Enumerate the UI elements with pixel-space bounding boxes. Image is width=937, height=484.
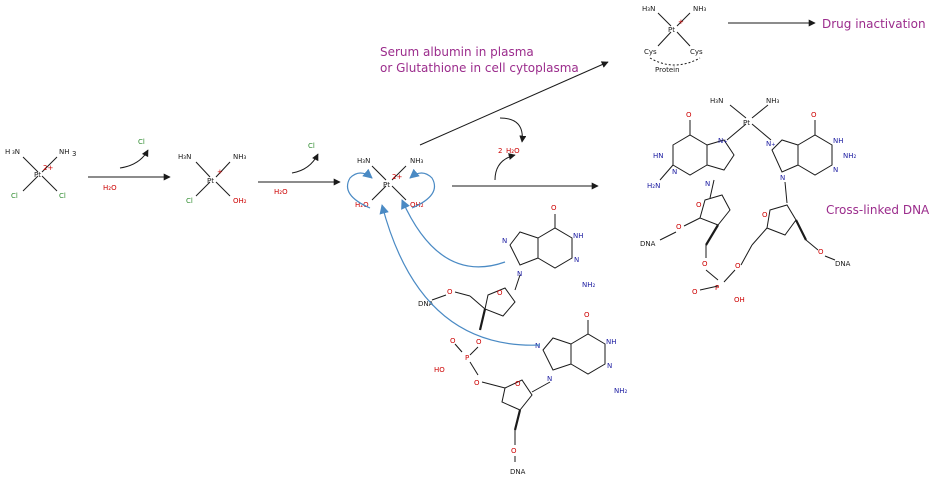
dna-label-bottom: DNA (510, 468, 526, 476)
pt-label-1: Pt (34, 171, 41, 179)
svg-text:2+: 2+ (43, 164, 53, 172)
chloride-leaving-1: Cl (138, 138, 145, 146)
svg-text:N: N (517, 270, 522, 278)
svg-text:N: N (705, 180, 710, 188)
svg-text:OH₂: OH₂ (233, 197, 247, 205)
cross-linked-dna-label: Cross-linked DNA (826, 203, 930, 217)
svg-text:+: + (678, 18, 684, 26)
o-label-lg: O (584, 311, 590, 319)
svg-text:H₂O: H₂O (506, 147, 520, 155)
svg-text:O: O (447, 288, 453, 296)
diaqua-complex: H₃N NH₃ Pt 2+ H₂O OH₂ (346, 157, 436, 209)
cl-label-1a: Cl (11, 192, 18, 200)
svg-text:N+: N+ (766, 140, 775, 148)
cisplatin-molecule: H ₃N NH 3 Pt 2+ Cl Cl (5, 148, 76, 200)
svg-text:O: O (511, 447, 517, 455)
p-label-strand: P (465, 354, 469, 362)
o-label-right: O (818, 248, 824, 256)
ring-o-2: O (762, 211, 768, 219)
dna-label-left: DNA (640, 240, 656, 248)
water-label-2: H₂O (274, 188, 288, 196)
ring-o-1: O (696, 201, 702, 209)
p-label-crosslink: P (715, 284, 719, 292)
pt-label-crosslink: Pt (743, 119, 750, 127)
svg-text:N: N (672, 168, 677, 176)
svg-text:NH₂: NH₂ (582, 281, 596, 289)
svg-text:NH: NH (606, 338, 617, 346)
chloride-leaving-2: Cl (308, 142, 315, 150)
serum-albumin-label: Serum albumin in plasma (380, 45, 534, 59)
nh-label-g2: NH (833, 137, 844, 145)
hn-label-g1: HN (653, 152, 664, 160)
two-water-label: 2 (498, 147, 502, 155)
inactivation-branch-arrow: Serum albumin in plasma or Glutathione i… (380, 45, 609, 146)
svg-text:2+: 2+ (392, 173, 402, 181)
svg-text:NH: NH (573, 232, 584, 240)
svg-text:NH₃: NH₃ (233, 153, 247, 161)
svg-text:H₃N: H₃N (710, 97, 723, 105)
svg-text:OH₂: OH₂ (410, 201, 424, 209)
svg-text:N+: N+ (718, 137, 727, 145)
svg-text:3: 3 (72, 150, 76, 158)
n7-label-ug: N (502, 237, 507, 245)
drug-inactivation-label: Drug inactivation (822, 17, 926, 31)
cl-label-2: Cl (186, 197, 193, 205)
o-label-ug: O (551, 204, 557, 212)
svg-text:N: N (833, 166, 838, 174)
svg-text:N: N (780, 174, 785, 182)
dna-label-mid: DNA (418, 300, 434, 308)
glutathione-label: or Glutathione in cell cytoplasma (380, 61, 579, 75)
cys-label-b: Cys (690, 48, 703, 56)
svg-text:H₃N: H₃N (642, 5, 655, 13)
svg-text:NH₃: NH₃ (410, 157, 424, 165)
svg-text:O: O (474, 379, 480, 387)
pt-label-protein: Pt (668, 26, 675, 34)
svg-text:O: O (450, 337, 456, 345)
svg-text:+: + (217, 168, 223, 176)
svg-text:O: O (476, 338, 482, 346)
o-label-g1: O (686, 111, 692, 119)
cys-label-a: Cys (644, 48, 657, 56)
svg-text:NH₃: NH₃ (693, 5, 707, 13)
reaction-arrow-2: Cl H₂O (258, 142, 341, 196)
svg-text:N: N (547, 375, 552, 383)
nucleophilic-attack-arrows (379, 199, 541, 346)
nh3-label-1: NH (59, 148, 70, 156)
svg-text:O: O (735, 262, 741, 270)
crosslink-arrow: 2 H₂O (452, 117, 599, 190)
o-label-3p: O (702, 260, 708, 268)
svg-text:H₃N: H₃N (178, 153, 191, 161)
svg-text:N: N (574, 256, 579, 264)
svg-text:N: N (535, 342, 540, 350)
svg-text:O: O (692, 288, 698, 296)
svg-text:O: O (497, 289, 503, 297)
svg-text:H₃N: H₃N (357, 157, 370, 165)
svg-text:N: N (607, 362, 612, 370)
svg-text:NH₂: NH₂ (614, 387, 628, 395)
o-label-5p: O (676, 223, 682, 231)
h3n-label-1: H (5, 148, 10, 156)
svg-text:₃N: ₃N (12, 148, 20, 156)
cl-label-1b: Cl (59, 192, 66, 200)
oh-label-crosslink: OH (734, 296, 745, 304)
dna-strand: O N NH N NH₂ N O O DNA O P O HO O O O DN… (418, 204, 628, 476)
ho-label-strand: HO (434, 366, 445, 374)
svg-text:H₂O: H₂O (355, 201, 369, 209)
svg-text:NH₃: NH₃ (766, 97, 780, 105)
protein-adduct: H₃N NH₃ Pt + Cys Cys Protein Drug inacti… (642, 5, 926, 74)
monoaqua-complex: H₃N NH₃ Pt + Cl OH₂ (178, 153, 247, 205)
pt-label-3: Pt (383, 181, 390, 189)
o-label-g2: O (811, 111, 817, 119)
svg-text:O: O (515, 380, 521, 388)
pt-label-2: Pt (207, 177, 214, 185)
water-label-1: H₂O (103, 184, 117, 192)
dna-label-right: DNA (835, 260, 851, 268)
crosslinked-dna-structure: H₃N NH₃ Pt O N+ HN H₂N N N O O DNA O P O… (640, 97, 930, 304)
reaction-arrow-1: Cl H₂O (88, 138, 171, 192)
svg-text:NH₂: NH₂ (843, 152, 857, 160)
svg-text:H₂N: H₂N (647, 182, 660, 190)
protein-label: Protein (655, 66, 680, 74)
